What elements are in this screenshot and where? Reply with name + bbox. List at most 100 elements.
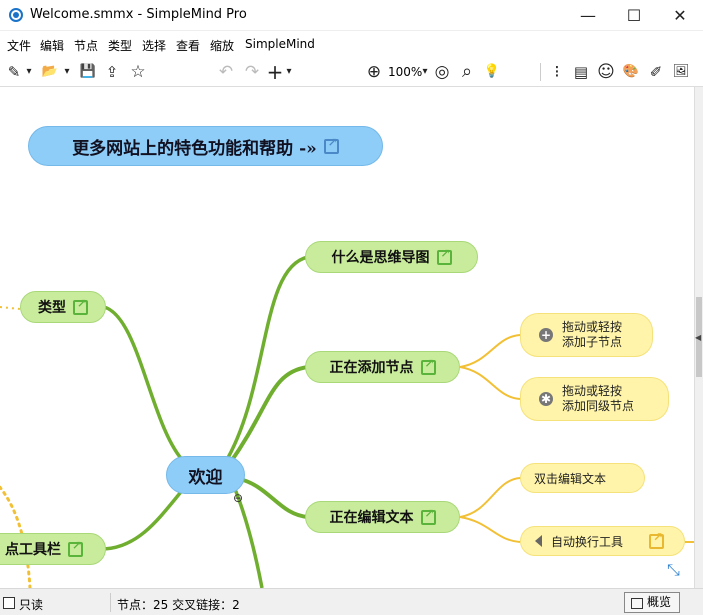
node-editing-label: 正在编辑文本	[329, 510, 414, 526]
outline-icon[interactable]: ⁝	[554, 62, 560, 82]
external-link-icon[interactable]	[420, 506, 436, 525]
branch-autowrap	[459, 516, 521, 543]
node-tap-sibling-text: 拖动或轻按 添加同级节点	[562, 384, 634, 414]
cross-link-dotted	[0, 485, 32, 588]
node-type-label: 类型	[38, 300, 66, 316]
menu-node[interactable]: 节点	[74, 39, 99, 53]
idea-icon[interactable]: 💡	[483, 64, 501, 79]
banner-node[interactable]: 更多网站上的特色功能和帮助 -»	[28, 126, 383, 166]
banner-text: 更多网站上的特色功能和帮助 -»	[72, 138, 317, 159]
branch-tap-child	[459, 334, 521, 368]
branch-type	[103, 305, 187, 465]
status-separator	[110, 593, 111, 612]
open-dropdown-icon[interactable]: ▾	[64, 66, 70, 77]
node-what-is[interactable]: 什么是思维导图	[305, 241, 478, 273]
menu-type[interactable]: 类型	[108, 39, 133, 53]
node-autowrap[interactable]: 自动换行工具	[520, 526, 685, 556]
menu-zoom[interactable]: 缩放	[210, 39, 235, 53]
node-count: 节点：25 交叉链接：2	[117, 598, 240, 612]
undo-icon[interactable]: ↶	[218, 62, 234, 82]
title-bar: Welcome.smmx - SimpleMind Pro — ☐ ✕	[0, 0, 703, 31]
menu-bar: 文件 编辑 节点 类型 选择 查看 缩放 SimpleMind	[0, 31, 703, 57]
palette-icon[interactable]: 🎨	[622, 64, 640, 79]
app-icon	[9, 8, 23, 22]
add-node-icon[interactable]: +	[266, 60, 284, 84]
redo-icon[interactable]: ↷	[244, 62, 260, 82]
node-toolbar-label: 点工具栏	[5, 542, 61, 558]
node-dblclick-label: 双击编辑文本	[534, 471, 607, 486]
readonly-checkbox[interactable]	[3, 597, 15, 609]
node-autowrap-label: 自动换行工具	[551, 534, 624, 549]
search-icon[interactable]: ⌕	[461, 61, 473, 82]
node-tap-child-text: 拖动或轻按 添加子节点	[562, 320, 622, 350]
node-adding-label: 正在添加节点	[329, 360, 414, 376]
toolbar-separator	[540, 63, 541, 81]
branch-what-is	[223, 255, 309, 464]
central-node[interactable]: 欢迎	[166, 456, 245, 494]
overview-label: 概览	[647, 595, 672, 609]
collapse-icon[interactable]: ⊖	[233, 491, 244, 505]
node-dblclick[interactable]: 双击编辑文本	[520, 463, 645, 493]
scroll-left-arrow-icon[interactable]: ◀	[695, 333, 702, 342]
node-tap-sibling-line1: 拖动或轻按	[562, 384, 623, 398]
resize-icon[interactable]: ⤡	[667, 560, 680, 579]
minimize-button[interactable]: —	[580, 6, 596, 25]
save-icon[interactable]: 💾	[79, 64, 97, 79]
new-icon[interactable]: ✎	[7, 63, 21, 81]
node-tap-child-line1: 拖动或轻按	[562, 320, 623, 334]
branch-lines	[0, 255, 694, 588]
external-link-icon[interactable]	[73, 296, 88, 315]
menu-simplemind[interactable]: SimpleMind	[245, 37, 315, 51]
external-link-icon[interactable]	[420, 356, 436, 375]
tag-icon	[535, 535, 542, 547]
menu-edit[interactable]: 编辑	[40, 39, 65, 53]
external-link-icon[interactable]	[649, 530, 665, 549]
node-tap-sibling-line2: 添加同级节点	[562, 399, 635, 413]
mindmap-canvas[interactable]: 更多网站上的特色功能和帮助 -» 欢迎 ⊖ 什么是思维导图 类型 正在添加节点 …	[0, 87, 694, 588]
open-icon[interactable]: 📂	[41, 64, 59, 79]
branch-dblclick	[459, 477, 521, 518]
overview-button[interactable]: 概览	[624, 592, 680, 613]
style-icon[interactable]: ✐	[649, 63, 663, 81]
external-link-icon[interactable]	[68, 538, 83, 557]
node-tap-sibling[interactable]: ✱ 拖动或轻按 添加同级节点	[520, 377, 669, 421]
zoom-level[interactable]: 100%	[388, 65, 423, 79]
central-text: 欢迎	[188, 467, 223, 488]
note-icon[interactable]: ▤	[573, 63, 589, 81]
menu-file[interactable]: 文件	[7, 39, 32, 53]
asterisk-icon: ✱	[539, 392, 553, 406]
image-icon[interactable]: 🖼	[672, 64, 690, 79]
external-link-icon[interactable]	[436, 246, 452, 265]
menu-view[interactable]: 查看	[176, 39, 201, 53]
favorite-icon[interactable]: ☆	[130, 62, 146, 82]
share-icon[interactable]: ⇪	[105, 63, 119, 81]
node-tap-child-line2: 添加子节点	[562, 335, 623, 349]
branch-bottom	[233, 488, 264, 588]
external-link-icon[interactable]	[323, 135, 339, 154]
zoom-dropdown-icon[interactable]: ▾	[422, 66, 428, 77]
target-icon[interactable]: ◎	[434, 62, 450, 82]
branch-adding	[228, 365, 309, 465]
cross-link-dotted-top	[0, 306, 21, 310]
add-dropdown-icon[interactable]: ▾	[286, 66, 292, 77]
node-what-is-label: 什么是思维导图	[331, 250, 430, 266]
emoji-icon[interactable]: ☺	[597, 62, 615, 82]
toolbar: ✎ ▾ 📂 ▾ 💾 ⇪ ☆ ↶ ↷ + ▾ ⊕ 100% ▾ ◎ ⌕ 💡 ⁝ ▤…	[0, 57, 703, 87]
vertical-scrollbar[interactable]: ◀	[694, 87, 703, 588]
node-adding[interactable]: 正在添加节点	[305, 351, 460, 383]
branch-tap-sibling	[459, 366, 521, 400]
close-button[interactable]: ✕	[673, 6, 687, 25]
plus-icon: +	[539, 328, 553, 342]
zoom-icon[interactable]: ⊕	[366, 62, 382, 82]
node-toolbar[interactable]: 点工具栏	[0, 533, 106, 565]
scrollbar-thumb[interactable]	[696, 297, 702, 377]
window-title: Welcome.smmx - SimpleMind Pro	[30, 7, 247, 22]
node-editing[interactable]: 正在编辑文本	[305, 501, 460, 533]
status-bar: 只读 节点：25 交叉链接：2 概览	[0, 588, 703, 615]
branch-toolbar	[103, 485, 187, 551]
menu-select[interactable]: 选择	[142, 39, 167, 53]
node-tap-child[interactable]: + 拖动或轻按 添加子节点	[520, 313, 653, 357]
new-dropdown-icon[interactable]: ▾	[26, 66, 32, 77]
node-type[interactable]: 类型	[20, 291, 106, 323]
maximize-button[interactable]: ☐	[626, 6, 642, 25]
